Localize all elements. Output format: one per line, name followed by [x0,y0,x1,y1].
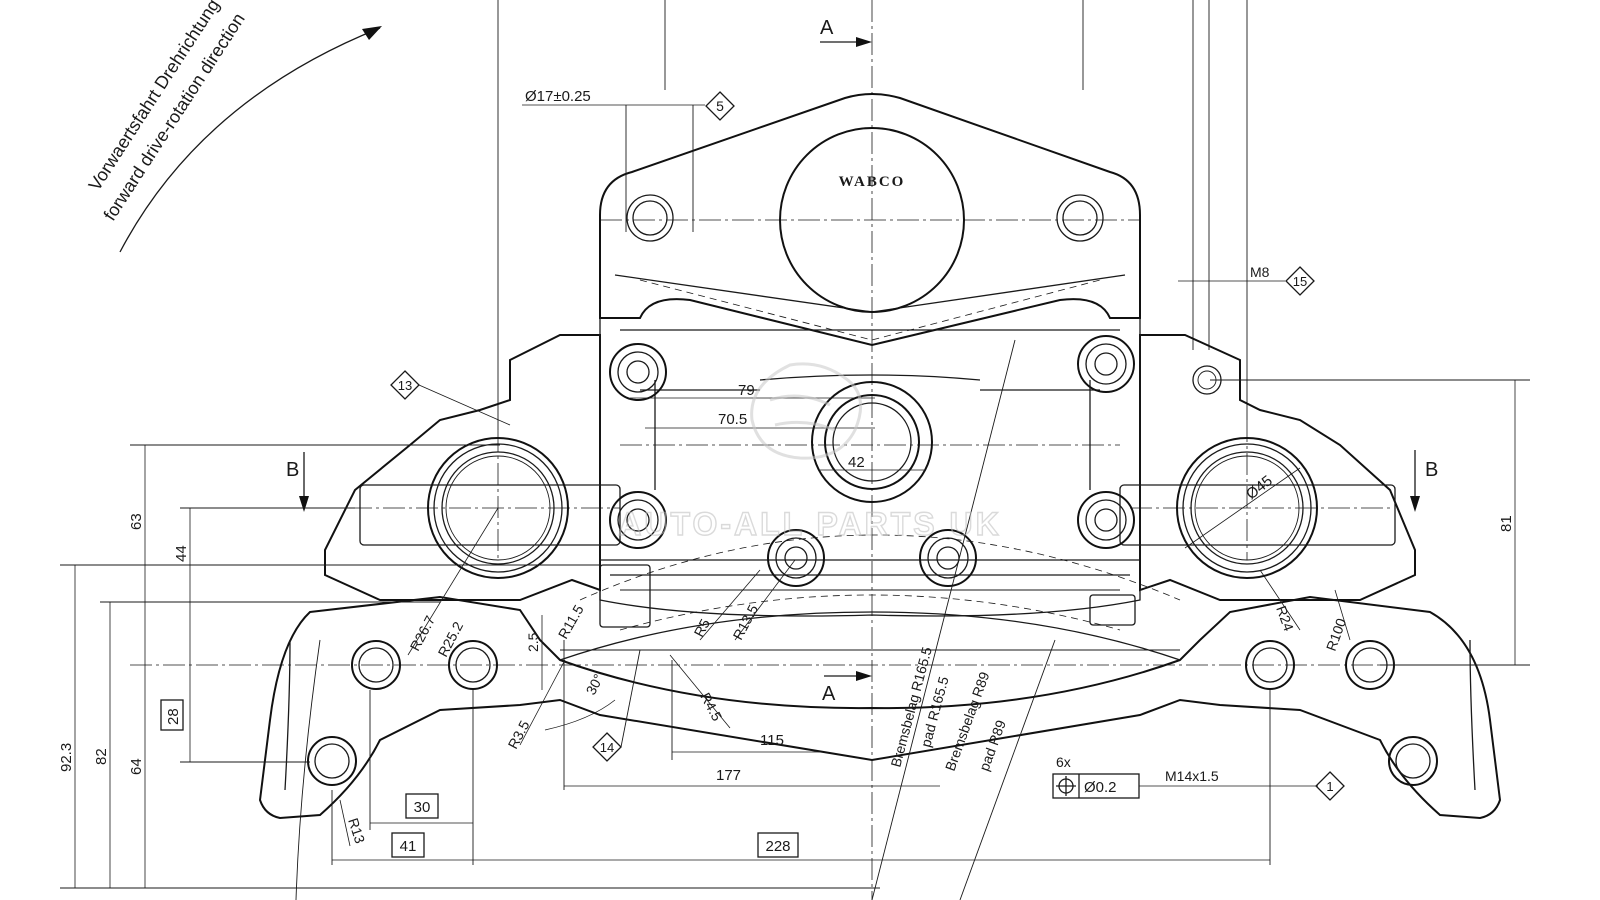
caliper-housing [324,318,1416,617]
carrier-bracket [258,564,1502,820]
watermark: AUTO-ALL PARTS UK [618,362,1001,543]
section-b-right-arrow-icon [1410,496,1420,512]
carrier-hole-left-bottom [307,736,357,786]
wabco-logo: WABCO [839,174,906,190]
callout-13: 13 [398,378,412,393]
dim-228: 228 [765,838,790,855]
reference-lines [497,0,1248,430]
section-b-markers: B B [286,450,1438,512]
watermark-text: AUTO-ALL PARTS UK [618,506,1001,542]
center-boss [811,381,933,503]
callout-15-group: M8 15 [1178,264,1315,296]
thread-m14: M14x1.5 [1165,768,1219,784]
position-tol-value: Ø0.2 [1084,779,1117,796]
dim-70-5: 70.5 [718,411,747,428]
inner-dimensions: 79 70.5 42 [630,382,925,471]
thread-m8: M8 [1250,264,1270,280]
callout-14-group: 14 [592,649,641,762]
dim-42: 42 [848,454,865,471]
dim-r5: R5 [691,616,714,640]
pad-radius-lines [295,339,1181,900]
center-lines [130,0,1530,900]
dim-79: 79 [738,382,755,399]
dim-115: 115 [760,732,784,749]
section-a-top-label: A [820,17,834,39]
dim-63: 63 [128,513,145,530]
guide-bore-left [427,437,569,579]
dim-28: 28 [165,708,182,725]
bolt-mid-left [609,491,667,549]
carrier-hole-right-bottom [1388,736,1438,786]
six-x-label: 6x [1056,754,1071,770]
dim-81: 81 [1498,515,1515,532]
guide-bores [427,437,1318,579]
position-symbol-icon [1056,776,1076,796]
bolt-low-left [767,529,825,587]
rotation-arrow [119,27,381,253]
bolt-top-left [609,343,667,401]
section-b-left-label: B [286,459,299,481]
housing-bolts [609,335,1222,587]
bottom-dimensions: 115 177 30 41 228 R13 [331,640,1271,865]
carrier-hole-right-inner [1245,640,1295,690]
hole-diameter-text: Ø17±0.25 [525,88,591,105]
dim-92-3: 92.3 [58,743,75,772]
dim-r13: R13 [345,816,368,846]
hole-diameter-dim: Ø17±0.25 5 [522,88,735,121]
bolt-mid-right [1077,491,1135,549]
section-b-left-arrow-icon [299,496,309,512]
top-flange: WABCO [599,93,1141,347]
section-b-right-label: B [1425,459,1438,481]
bolt-top-right [1077,335,1135,393]
carrier-hole-left-inner [448,640,498,690]
section-a-bottom-label: A [822,683,836,705]
callout-14: 14 [600,740,614,755]
dim-44: 44 [173,545,190,562]
callout-1: 1 [1326,779,1333,794]
dim-30: 30 [414,799,431,816]
callout-5: 5 [716,98,724,114]
carrier-holes [307,640,1438,786]
dim-177: 177 [716,767,741,784]
carrier-hole-left-outer [351,640,401,690]
section-a-markers: A A [820,17,872,705]
dim-81-group: 81 [1210,379,1530,666]
dim-41: 41 [400,838,417,855]
left-dimensions: 63 64 44 28 92.3 82 [58,444,880,889]
section-a-top-arrow-icon [856,37,872,47]
callout-15: 15 [1293,274,1307,289]
guide-bore-right [1176,437,1318,579]
rotation-arrowhead-icon [362,26,382,40]
dim-64: 64 [128,758,145,775]
dim-82: 82 [93,748,110,765]
section-a-bottom-arrow-icon [856,671,872,681]
callout-13-group: 13 [390,370,511,426]
position-tolerance: 6x Ø0.2 M14x1.5 1 [1052,754,1345,801]
dim-2-5: 2.5 [525,632,541,652]
